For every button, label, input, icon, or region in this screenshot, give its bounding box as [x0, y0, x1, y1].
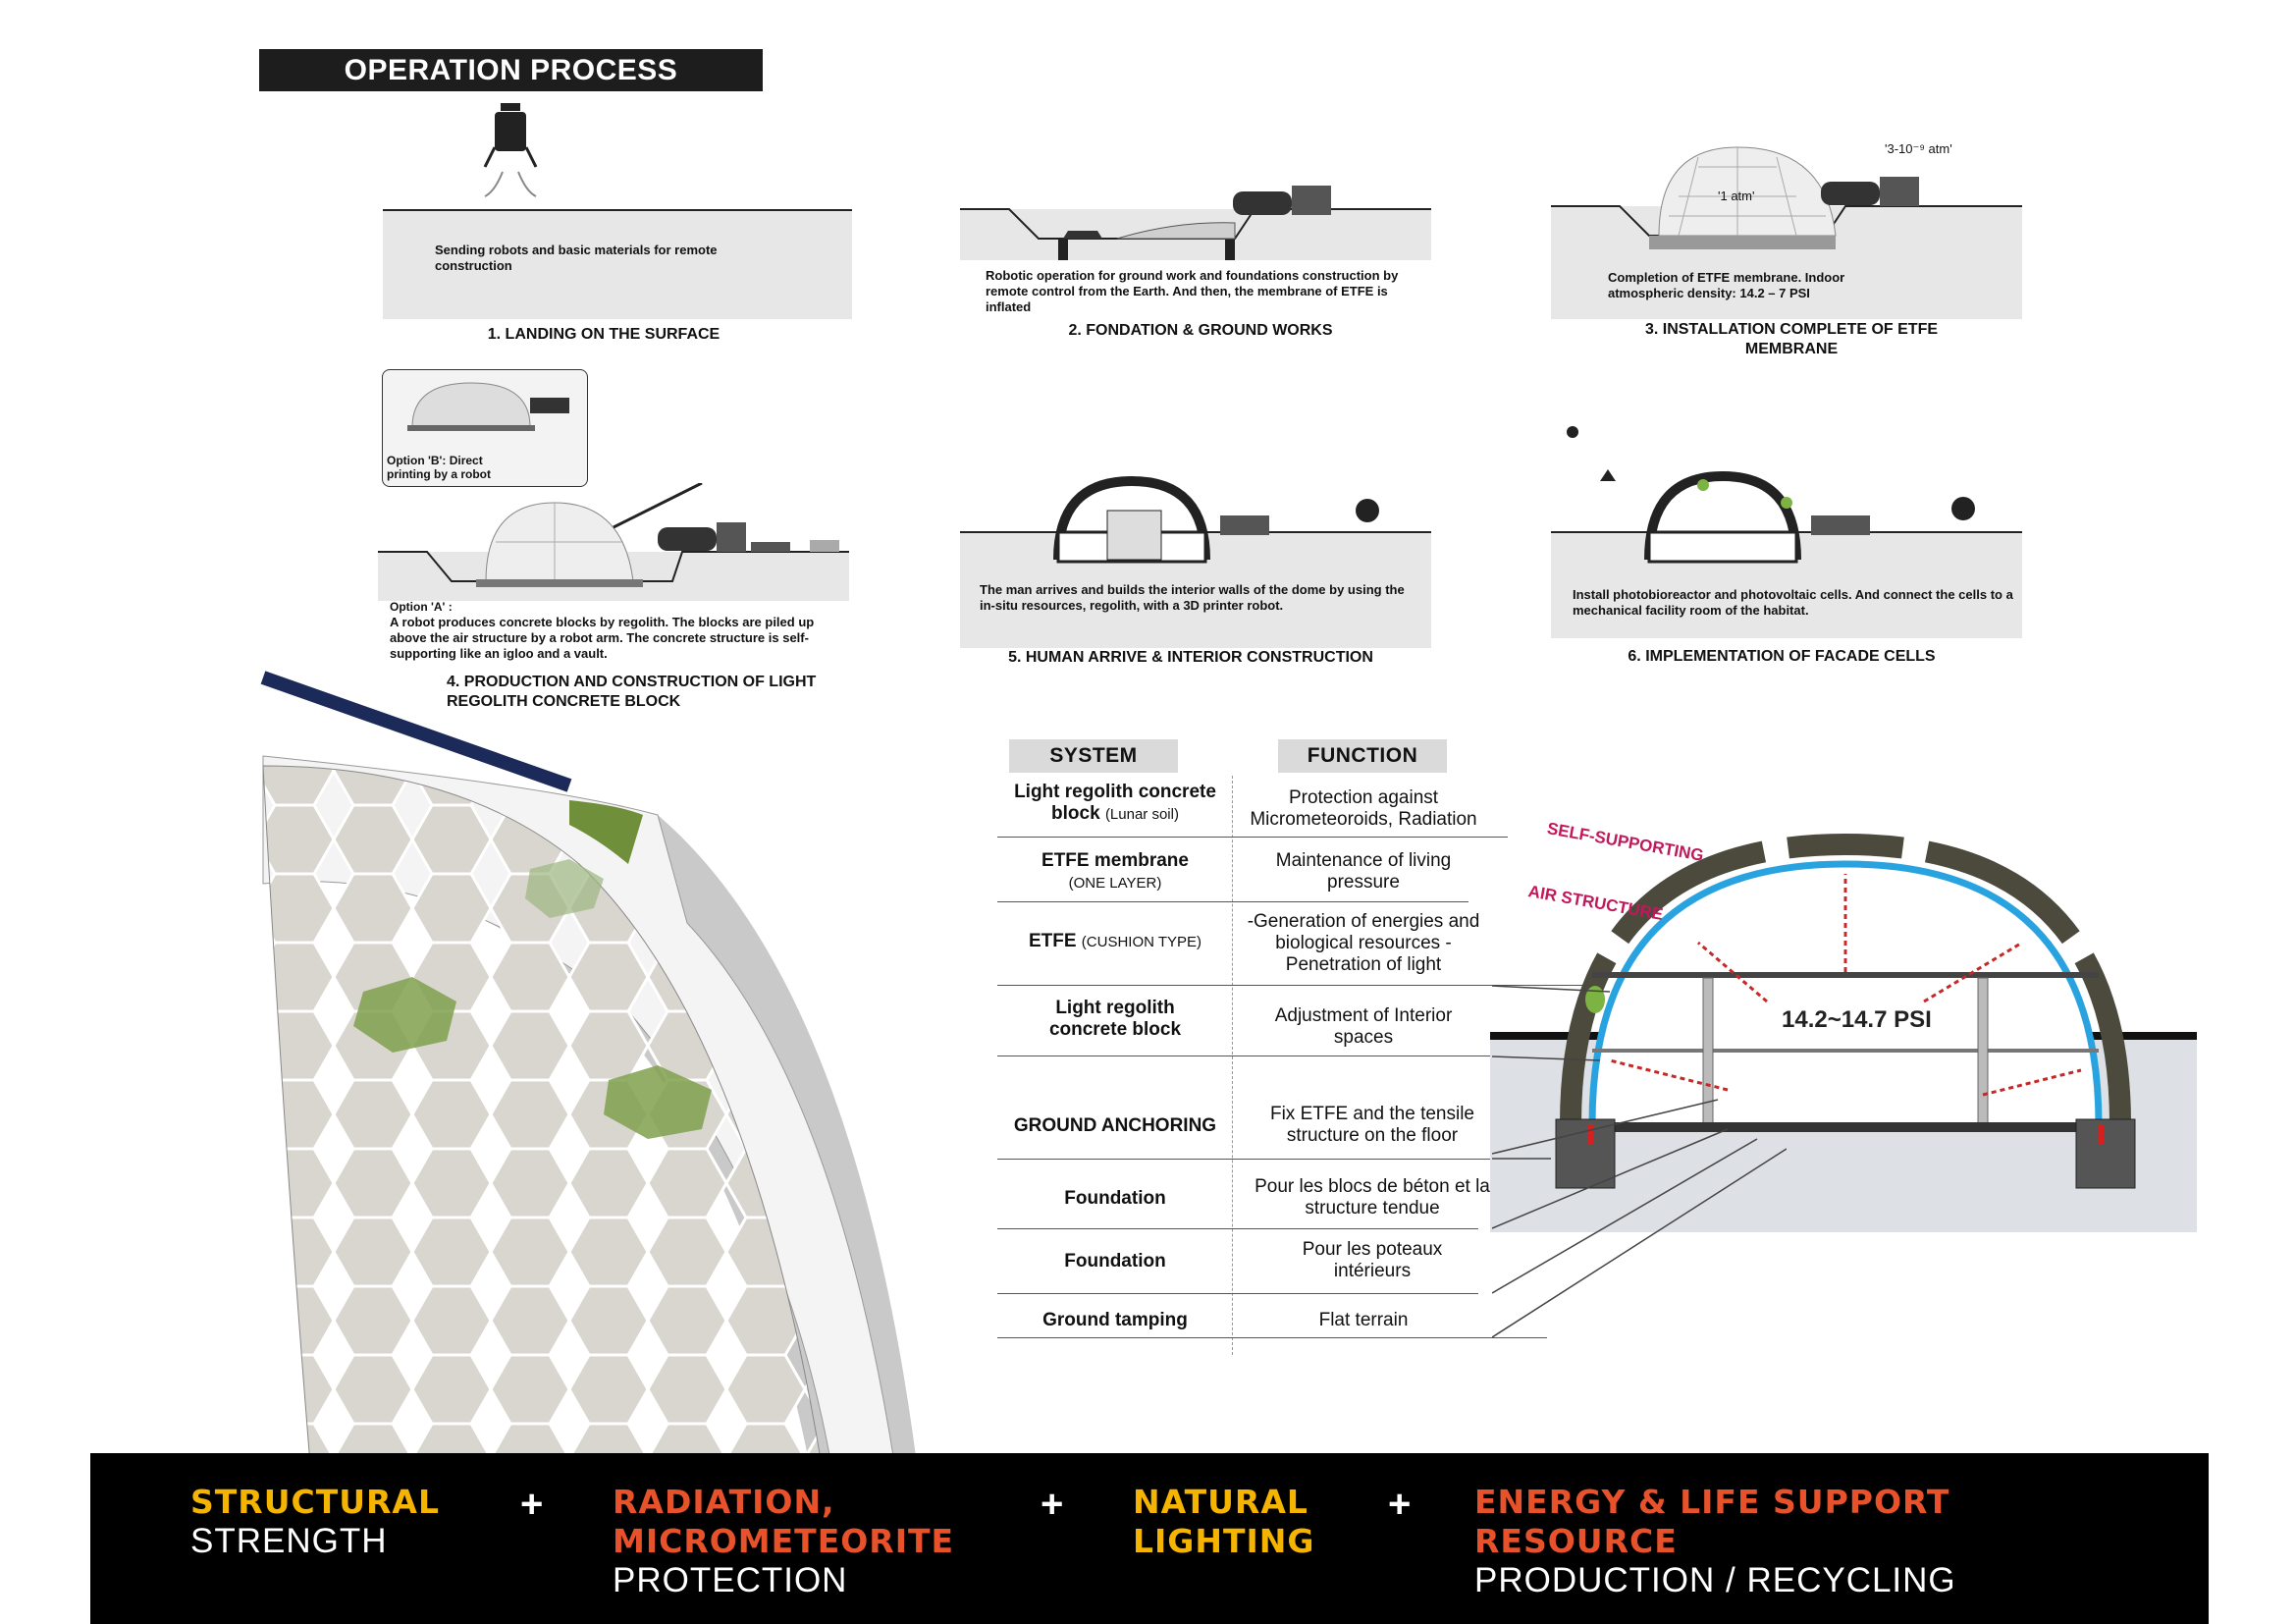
system-note: (Lunar soil)	[1104, 806, 1179, 823]
footer-heading: RADIATION, MICROMETEORITE	[613, 1483, 955, 1560]
system-name: Foundation	[1064, 1188, 1166, 1209]
system-name: ETFE membrane	[1041, 850, 1189, 871]
ground-section	[383, 209, 852, 319]
lander-icon	[483, 103, 538, 197]
step-3: '1 atm' '3-10⁻⁹ atm' Completion of ETFE …	[1551, 137, 2032, 363]
table-row: GROUND ANCHORING Fix ETFE and the tensil…	[997, 1104, 1488, 1153]
table-row: Ground tamping Flat terrain	[997, 1310, 1488, 1339]
step-6: Install photobioreactor and photovoltaic…	[1551, 422, 2042, 677]
function-text: Maintenance of living pressure	[1275, 850, 1452, 893]
option-b-note: Option 'B': Direct printing by a robot	[387, 454, 491, 481]
step-2: Robotic operation for ground work and fo…	[960, 182, 1431, 368]
row-divider	[997, 901, 1468, 902]
step-label: 2. FONDATION & GROUND WORKS	[1068, 322, 1333, 339]
dome-section-diagram	[1490, 834, 2197, 1232]
row-divider	[997, 1159, 1498, 1160]
function-header: FUNCTION	[1278, 739, 1447, 773]
footer-item-lighting: NATURAL LIGHTING	[1133, 1483, 1349, 1561]
system-note: (ONE LAYER)	[1068, 875, 1162, 892]
system-header: SYSTEM	[1009, 739, 1178, 773]
system-name: Foundation	[1064, 1251, 1166, 1272]
table-row: Foundation Pour les poteaux intérieurs	[997, 1239, 1488, 1288]
function-text: Pour les poteaux intérieurs	[1302, 1239, 1443, 1281]
plus-sign: +	[1388, 1483, 1412, 1526]
system-name: Light regolith concrete block	[1014, 782, 1216, 824]
step-5: The man arrives and builds the interior …	[960, 471, 1441, 677]
footer-subheading: PRODUCTION / RECYCLING	[1474, 1561, 1956, 1599]
function-text: Fix ETFE and the tensile structure on th…	[1269, 1104, 1475, 1146]
step-label: 6. IMPLEMENTATION OF FACADE CELLS	[1628, 648, 1936, 665]
step-description: Completion of ETFE membrane. Indoor atmo…	[1608, 270, 1845, 300]
system-name: ETFE	[1028, 931, 1077, 951]
excavation-illustration	[960, 186, 1431, 260]
column-divider	[1232, 776, 1233, 1355]
pressure-label: 14.2~14.7 PSI	[1782, 1006, 1932, 1033]
row-divider	[997, 837, 1508, 838]
table-row: Light regolith concrete block Adjustment…	[997, 998, 1488, 1051]
row-divider	[997, 1337, 1547, 1338]
row-divider	[997, 1228, 1478, 1229]
footer-heading: NATURAL LIGHTING	[1133, 1483, 1315, 1560]
table-row: ETFE membrane (ONE LAYER) Maintenance of …	[997, 850, 1488, 899]
step-description: The man arrives and builds the interior …	[980, 582, 1405, 613]
footer-item-energy: ENERGY & LIFE SUPPORT RESOURCE PRODUCTIO…	[1474, 1483, 2024, 1600]
page-title: OPERATION PROCESS	[259, 49, 763, 91]
step-label: 4. PRODUCTION AND CONSTRUCTION OF LIGHT …	[447, 674, 817, 710]
footer-item-structural: STRUCTURAL STRENGTH	[190, 1483, 440, 1561]
step-description: A robot produces concrete blocks by rego…	[390, 615, 815, 661]
option-a-note: Option 'A' :	[390, 600, 453, 614]
dome-wall-cutaway	[260, 671, 923, 1552]
footer-heading: STRUCTURAL	[190, 1483, 440, 1521]
row-divider	[997, 1293, 1478, 1294]
step-label: 1. LANDING ON THE SURFACE	[487, 326, 721, 343]
outside-pressure: '3-10⁻⁹ atm'	[1885, 141, 1952, 156]
table-row: Light regolith concrete block (Lunar soi…	[997, 782, 1488, 833]
table-row: ETFE (CUSHION TYPE) -Generation of energ…	[997, 911, 1488, 978]
plus-sign: +	[520, 1483, 544, 1526]
system-name: GROUND ANCHORING	[1013, 1115, 1217, 1136]
step-label: 3. INSTALLATION COMPLETE OF ETFE MEMBRAN…	[1644, 321, 1939, 357]
plus-sign: +	[1041, 1483, 1064, 1526]
regolith-block-illustration	[378, 483, 849, 601]
function-text: Protection against Micrometeoroids, Radi…	[1250, 787, 1477, 830]
leader-lines	[1492, 985, 1787, 1338]
system-note: (CUSHION TYPE)	[1081, 934, 1202, 950]
dome-membrane-illustration	[1551, 146, 2022, 319]
function-text: -Generation of energies and biological r…	[1247, 911, 1480, 975]
function-text: Flat terrain	[1318, 1310, 1409, 1330]
footer-band: STRUCTURAL STRENGTH + RADIATION, MICROME…	[90, 1453, 2209, 1624]
step-description: Install photobioreactor and photovoltaic…	[1573, 587, 2013, 618]
function-text: Adjustment of Interior spaces	[1274, 1005, 1453, 1048]
option-b-inset: Option 'B': Direct printing by a robot	[382, 369, 588, 487]
table-row: Foundation Pour les blocs de béton et la…	[997, 1176, 1490, 1225]
system-name: Ground tamping	[1042, 1310, 1188, 1330]
footer-item-radiation: RADIATION, MICROMETEORITE PROTECTION	[613, 1483, 995, 1600]
inside-pressure: '1 atm'	[1718, 189, 1755, 203]
dome-print-illustration	[407, 382, 569, 431]
footer-subheading: STRENGTH	[190, 1522, 388, 1560]
function-text: Pour les blocs de béton et la structure …	[1255, 1176, 1490, 1218]
interior-construction-illustration	[960, 475, 1431, 648]
step-1: Sending robots and basic materials for r…	[383, 93, 854, 349]
footer-heading: ENERGY & LIFE SUPPORT RESOURCE	[1474, 1483, 1950, 1560]
facade-cells-illustration	[1551, 426, 2022, 638]
step-description: Robotic operation for ground work and fo…	[986, 268, 1399, 314]
footer-subheading: PROTECTION	[613, 1561, 848, 1599]
step-description: Sending robots and basic materials for r…	[435, 243, 718, 273]
step-label: 5. HUMAN ARRIVE & INTERIOR CONSTRUCTION	[1008, 649, 1373, 666]
step-4: Option 'B': Direct printing by a robot O…	[378, 365, 879, 719]
system-name: Light regolith concrete block	[1048, 998, 1182, 1040]
row-divider	[997, 985, 1596, 986]
